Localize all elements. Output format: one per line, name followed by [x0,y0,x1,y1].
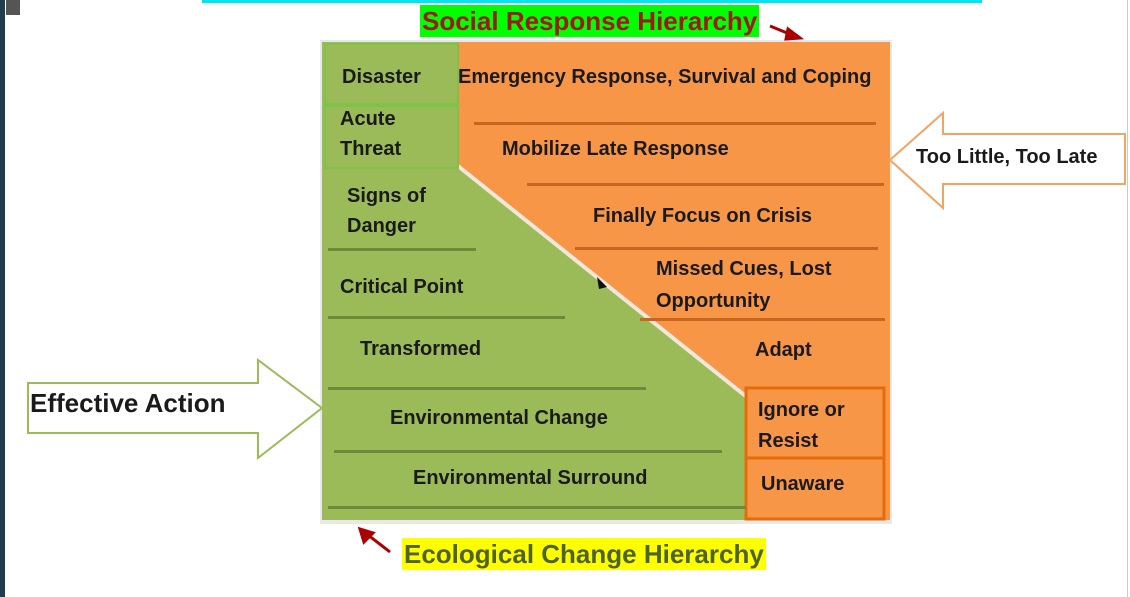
level-disaster: Disaster [342,66,421,88]
shelf [575,247,878,250]
level-adapt: Adapt [755,339,812,361]
red-arrow-icon [769,24,805,41]
disaster-box [324,43,459,105]
level-acute-threat: Acute Threat [340,108,402,160]
social-hierarchy-title: Social Response Hierarchy [420,5,760,37]
left-edge-bar [0,0,5,597]
unaware-box [744,456,886,521]
level-missed-cues: Missed Cues, Lost Opportunity [656,258,832,312]
level-mobilize-late-response: Mobilize Late Response [502,138,729,160]
shelf [334,450,722,453]
effective-action-arrow [27,358,324,461]
shelf [328,506,746,509]
level-ignore-or-resist: Ignore or Resist [758,399,845,452]
ecological-hierarchy-title: Ecological Change Hierarchy [402,538,766,570]
level-unaware: Unaware [761,473,845,495]
effective-action-label: Effective Action [30,388,226,418]
level-environmental-change: Environmental Change [390,407,608,429]
shelf [328,316,565,319]
shelf [328,248,476,251]
acute-threat-box [324,105,459,169]
level-finally-focus: Finally Focus on Crisis [593,205,812,227]
level-transformed: Transformed [360,338,482,360]
shelf [474,122,876,125]
ignore-box [744,386,886,460]
right-edge-line [1127,0,1128,597]
diagonal-arrow-icon [597,277,607,289]
level-signs-of-danger: Signs of Danger [347,185,426,237]
diagonal-divider [456,164,750,400]
shelf [527,183,884,186]
level-emergency-response: Emergency Response, Survival and Coping [458,66,872,88]
shelf [328,387,646,390]
too-late-arrow [888,110,1126,211]
level-environmental-surround: Environmental Surround [413,467,648,489]
red-arrow-icon [357,526,391,554]
too-little-too-late-label: Too Little, Too Late [916,146,1098,168]
corner-square [6,0,20,15]
shelf [640,318,885,321]
level-critical-point: Critical Point [340,276,464,298]
top-cyan-bar [202,0,982,3]
